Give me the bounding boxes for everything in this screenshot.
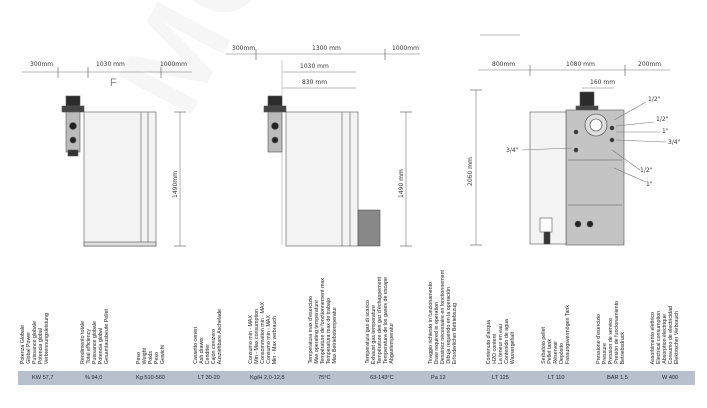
dim-mid-1300: 1300 mm bbox=[312, 45, 341, 52]
value-ash-drawer: LT 30-20 bbox=[198, 375, 220, 381]
right-view bbox=[470, 34, 670, 246]
dim-left-300: 300mm bbox=[30, 61, 53, 68]
spec-label: Erforderlicher Betriebszug bbox=[452, 302, 458, 364]
value-water: LT 125 bbox=[492, 375, 509, 381]
spec-label: Wassergehalt bbox=[510, 331, 516, 364]
dim-mid-height: 1490 mm bbox=[398, 169, 405, 198]
dim-right-height: 2060 mm bbox=[467, 157, 474, 186]
value-weight: Kg 510-560 bbox=[136, 375, 165, 381]
dim-mid-300: 300mm bbox=[232, 45, 255, 52]
fitting-label: 1/2" bbox=[640, 167, 653, 174]
value-draw: Pa 12 bbox=[431, 375, 446, 381]
middle-view bbox=[226, 49, 420, 247]
spec-label: Fassungsvermögen Tank bbox=[565, 304, 571, 364]
dim-right-800: 800mm bbox=[492, 61, 515, 68]
value-exhaust-temp: 63-143°C bbox=[370, 375, 394, 381]
dim-right-1080: 1080 mm bbox=[566, 61, 595, 68]
label-f: F bbox=[110, 77, 117, 89]
left-view bbox=[22, 67, 192, 247]
value-pressure: BAR 1,5 bbox=[607, 375, 628, 381]
fitting-label: 1/2" bbox=[648, 96, 661, 103]
dim-mid-1030: 1030 mm bbox=[300, 63, 329, 70]
dim-right-160: 160 mm bbox=[590, 79, 615, 86]
dim-right-200: 200mm bbox=[638, 61, 661, 68]
fitting-label: 1" bbox=[662, 128, 669, 135]
value-tank: LT 110 bbox=[548, 375, 565, 381]
fitting-label: 3/4" bbox=[668, 139, 681, 146]
spec-label: Gesamtausbeute Pellet bbox=[104, 308, 110, 364]
dim-left-height: 1490mm bbox=[172, 171, 179, 198]
spec-label: Abgastemperatur bbox=[389, 323, 395, 364]
spec-label: Gewicht bbox=[160, 344, 166, 364]
spec-label: Elektrischer Verbrauch bbox=[674, 310, 680, 364]
value-electrical: W 400 bbox=[662, 375, 679, 381]
value-power: KW 57,7 bbox=[32, 375, 54, 381]
spec-labels: Potenza Globale Global Power Puissance g… bbox=[0, 262, 707, 366]
fitting-label: 1/2" bbox=[656, 116, 669, 123]
dim-left-1000: 1000mm bbox=[160, 61, 187, 68]
value-consumption: Kg/H 2,0-12,8 bbox=[250, 375, 285, 381]
dim-mid-830: 830 mm bbox=[302, 79, 327, 86]
fitting-label: 1" bbox=[646, 181, 653, 188]
spec-label: Max Betriebstemperatur bbox=[332, 307, 338, 364]
dim-mid-1000: 1000mm bbox=[392, 45, 419, 52]
spec-label: Betriebsdruck bbox=[620, 331, 626, 364]
value-efficiency: % 94,0 bbox=[85, 375, 103, 381]
spec-label: Verbrennungsleistung bbox=[44, 312, 50, 364]
dim-left-1030: 1030 mm bbox=[96, 61, 125, 68]
spec-values-bar: KW 57,7 % 94,0 Kg 510-560 LT 30-20 Kg/H … bbox=[18, 371, 695, 385]
spec-label: Ausziehbare Aschelade bbox=[217, 308, 223, 364]
fitting-label: 3/4" bbox=[506, 147, 519, 154]
value-max-temp: 75°C bbox=[318, 375, 331, 381]
spec-label: Min - Max verbrauch bbox=[272, 315, 278, 364]
